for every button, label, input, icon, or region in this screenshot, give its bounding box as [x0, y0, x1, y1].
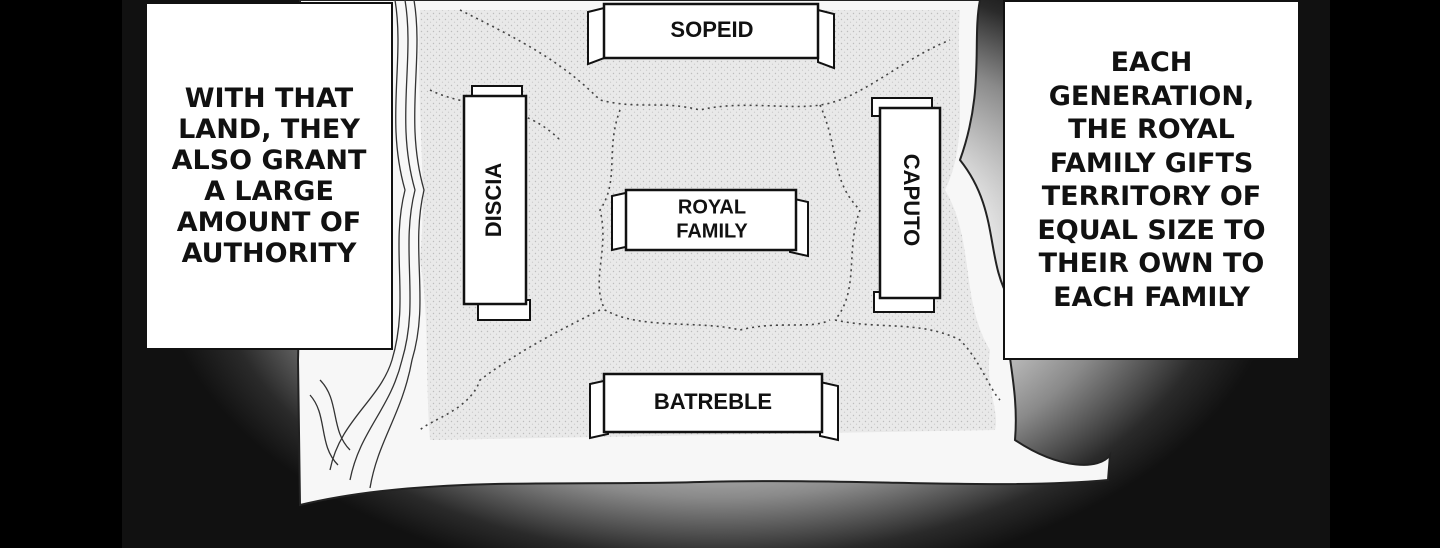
caption-left-line: A LARGE [204, 176, 334, 207]
caption-right-line: THE ROYAL [1068, 114, 1235, 145]
banner-label-royal: ROYAL [678, 196, 746, 218]
banner-batreble: BATREBLE [589, 372, 839, 442]
banner-label-caputo: CAPUTO [899, 154, 924, 247]
banner-royal-family: ROYAL FAMILY [611, 188, 809, 258]
caption-right-line: EACH [1110, 47, 1193, 78]
panel-border-right [1330, 0, 1440, 548]
banner-label-sopeid: SOPEID [670, 17, 753, 42]
panel-border-left [0, 0, 122, 548]
caption-right-line: GENERATION, [1048, 80, 1255, 112]
caption-left-line: WITH THAT [184, 83, 354, 114]
coastline-contours [309, 0, 425, 489]
caption-box-right: EACH GENERATION, THE ROYAL FAMILY GIFTS … [1003, 0, 1300, 360]
banner-sopeid: SOPEID [587, 2, 835, 70]
caption-right-line: EACH FAMILY [1053, 281, 1250, 313]
caption-box-left: WITH THAT LAND, THEY ALSO GRANT A LARGE … [145, 2, 393, 350]
caption-right-line: THEIR OWN TO [1038, 248, 1265, 279]
banner-label-batreble: BATREBLE [654, 389, 772, 414]
caption-right-line: TERRITORY OF [1041, 181, 1262, 212]
banner-caputo: CAPUTO [871, 97, 942, 313]
caption-left-line: LAND, THEY [178, 114, 360, 145]
caption-right-line: FAMILY GIFTS [1049, 147, 1254, 179]
banner-discia: DISCIA [462, 85, 531, 321]
banner-label-discia: DISCIA [481, 163, 506, 238]
caption-right-line: EQUAL SIZE TO [1037, 214, 1266, 246]
caption-left-line: AUTHORITY [181, 238, 357, 269]
caption-left-line: AMOUNT OF [176, 207, 362, 238]
caption-left-line: ALSO GRANT [171, 145, 367, 176]
banner-label-family: FAMILY [676, 220, 748, 242]
